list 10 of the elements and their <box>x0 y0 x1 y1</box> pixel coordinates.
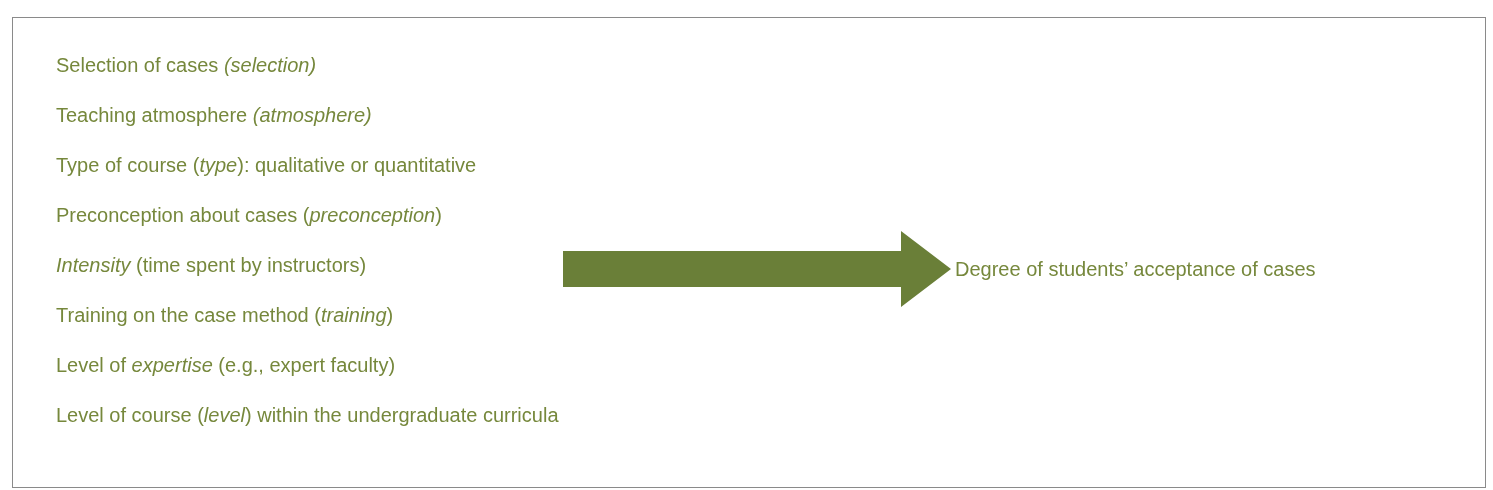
factor-text: Type of course (type): qualitative or quantitative <box>56 153 478 178</box>
factor-text: Teaching atmosphere (atmosphere) <box>56 103 373 128</box>
outcome-text: Degree of students’ acceptance of cases <box>955 257 1316 282</box>
factor-text: Level of course (level) within the undergraduate curricula <box>56 403 559 428</box>
factor-text: Training on the case method (training) <box>56 303 395 328</box>
block-arrow <box>563 231 951 307</box>
factor-text: Level of expertise (e.g., expert faculty) <box>56 353 397 378</box>
factor-text: Selection of cases (selection) <box>56 53 318 78</box>
factor-text: Preconception about cases (preconception) <box>56 203 443 228</box>
factor-text: Intensity (time spent by instructors) <box>56 253 368 278</box>
